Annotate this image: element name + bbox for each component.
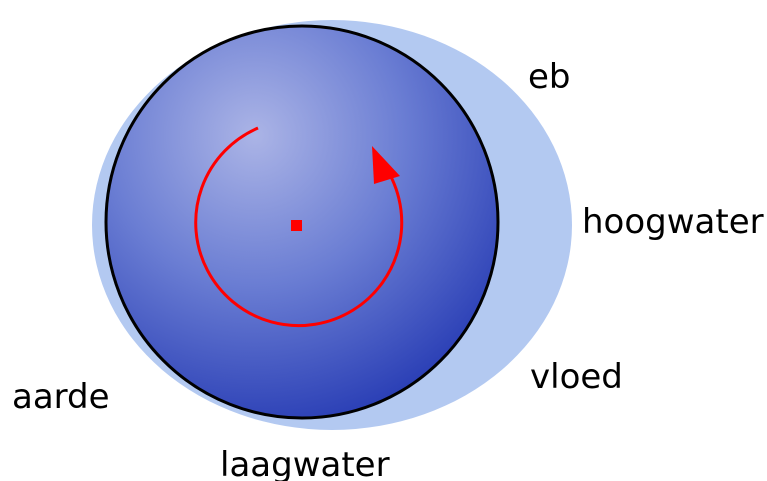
label-aarde: aarde: [12, 377, 110, 417]
label-hoogwater: hoogwater: [582, 202, 764, 242]
center-dot-icon: [291, 220, 302, 231]
rotation-arrow-icon: [194, 126, 404, 328]
rotation-arrowhead-icon: [372, 146, 400, 184]
label-laagwater: laagwater: [220, 445, 390, 481]
label-eb: eb: [528, 57, 571, 97]
label-vloed: vloed: [530, 357, 623, 397]
